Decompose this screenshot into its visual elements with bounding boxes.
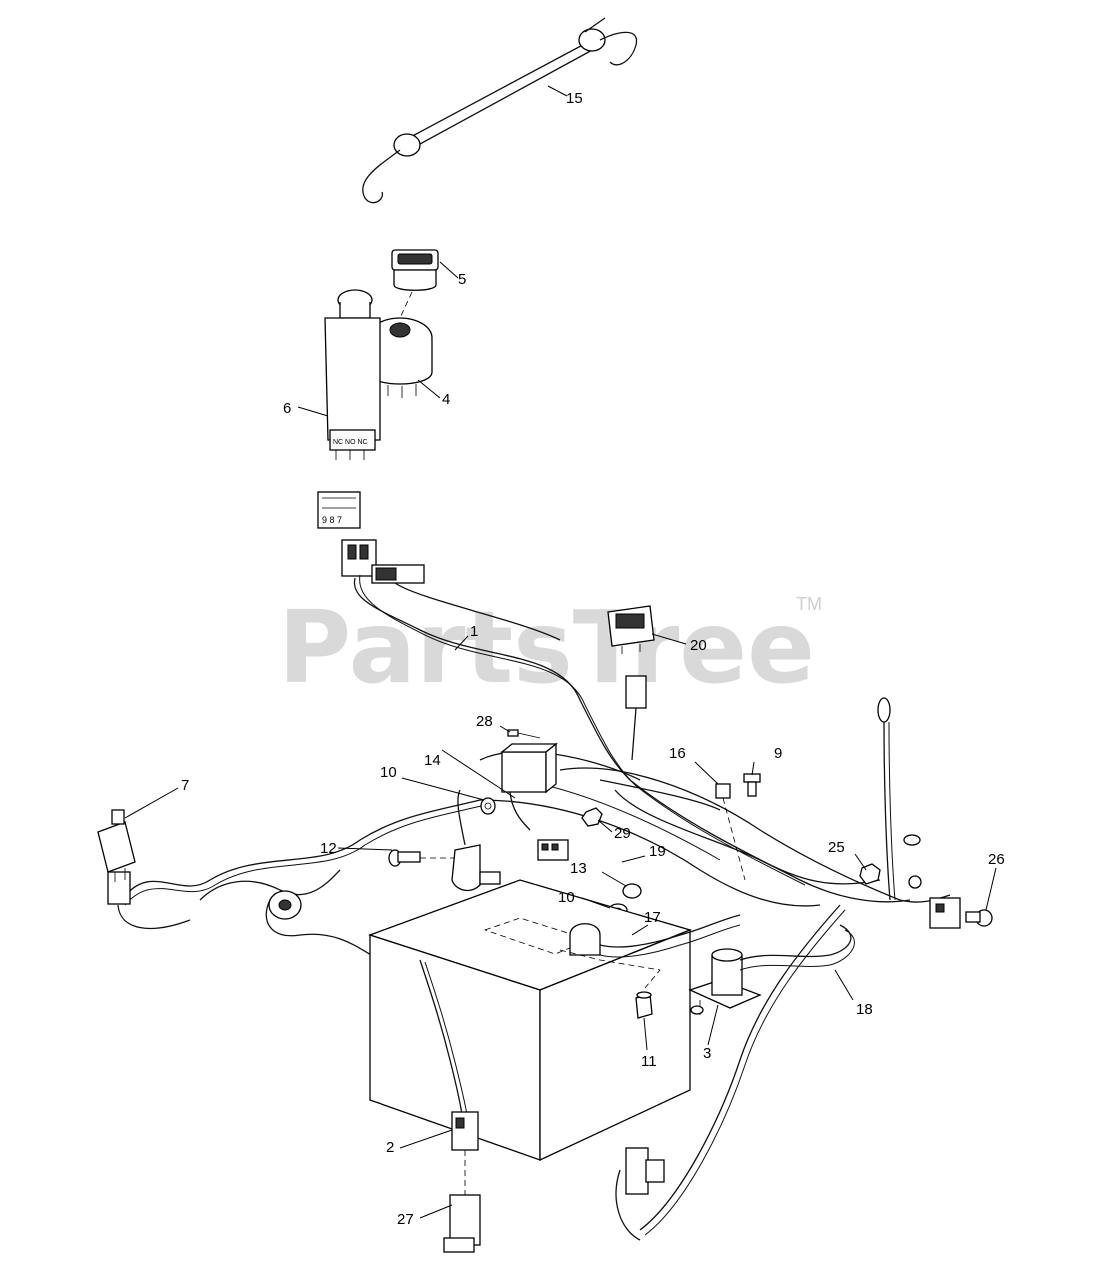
callout-5: 5 [458, 271, 466, 288]
pto-terminal-marking: NC NO NC [333, 439, 368, 446]
part-13-nut[interactable] [622, 883, 642, 899]
callout-7: 7 [181, 777, 189, 794]
part-16-nut-clip[interactable] [715, 783, 746, 881]
part-25-nut[interactable] [859, 863, 881, 885]
meter-connector[interactable] [625, 675, 647, 761]
callout-13: 13 [570, 860, 587, 877]
part-28-screw[interactable] [507, 729, 541, 739]
part-27-seat-switch[interactable] [443, 1194, 481, 1253]
callout-10-upper: 10 [380, 764, 397, 781]
callout-12: 12 [320, 840, 337, 857]
callout-11: 11 [641, 1053, 657, 1070]
watermark-tm: TM [796, 594, 822, 614]
part-10-washer-upper[interactable] [480, 797, 496, 815]
part-3-starter-solenoid[interactable] [688, 948, 762, 1015]
callout-labels: 1 2 3 4 5 6 7 9 10 10 11 12 13 14 15 16 … [181, 90, 1005, 1228]
callout-14: 14 [424, 752, 441, 769]
lower-right-switch[interactable] [615, 1147, 665, 1241]
callout-4: 4 [442, 391, 450, 408]
callout-1: 1 [470, 623, 478, 640]
part-7-interlock-switch[interactable] [97, 809, 136, 882]
callout-2: 2 [386, 1139, 394, 1156]
callout-20: 20 [690, 637, 707, 654]
callout-25: 25 [828, 839, 845, 856]
part-9-bolt[interactable] [743, 773, 761, 797]
part-5-ignition-key[interactable] [391, 249, 439, 319]
right-connector[interactable] [929, 897, 961, 929]
part-12-bolt[interactable] [388, 849, 455, 867]
battery-cable-clamp[interactable] [451, 789, 501, 892]
part-29-nut[interactable] [581, 807, 603, 827]
callout-29: 29 [614, 825, 631, 842]
part-20-hour-meter[interactable] [607, 605, 655, 654]
harness-left-branch[interactable] [107, 799, 486, 961]
leader-lines [124, 85, 997, 1219]
callout-6: 6 [283, 400, 291, 417]
plug-connector[interactable]: 9 8 7 [317, 491, 361, 529]
callout-18: 18 [856, 1001, 873, 1018]
harness-connector-group-top[interactable] [341, 539, 425, 584]
callout-28: 28 [476, 713, 493, 730]
part-11-bolt[interactable] [635, 991, 653, 1019]
callout-9: 9 [774, 745, 782, 762]
part-2-connector[interactable] [451, 1111, 479, 1195]
battery[interactable] [368, 879, 692, 1162]
part-1-main-wire-harness[interactable] [353, 574, 911, 907]
ground-cable-right[interactable] [877, 697, 951, 903]
callout-16: 16 [669, 745, 686, 762]
plug-terminal-marking: 9 8 7 [322, 515, 342, 525]
watermark-text: PartsTree [278, 589, 815, 706]
watermark: PartsTree TM [278, 589, 822, 706]
callout-15: 15 [566, 90, 583, 107]
callout-3: 3 [703, 1045, 711, 1062]
callout-27: 27 [397, 1211, 414, 1228]
part-6-pto-switch[interactable]: NC NO NC [324, 289, 381, 460]
callout-26: 26 [988, 851, 1005, 868]
part-4-ignition-switch[interactable] [367, 317, 433, 398]
callout-17: 17 [644, 909, 661, 926]
part-15-bungee-strap[interactable] [362, 17, 638, 204]
harness-lower-branch[interactable] [419, 904, 846, 1236]
part-18-cable[interactable] [739, 924, 855, 971]
callout-10-lower: 10 [558, 889, 575, 906]
part-14-relay[interactable] [500, 742, 558, 831]
callout-19: 19 [649, 843, 666, 860]
part-17-positive-cable[interactable] [559, 914, 741, 989]
part-26-bolt[interactable] [965, 909, 993, 927]
harness-connector-mid[interactable] [537, 839, 569, 861]
